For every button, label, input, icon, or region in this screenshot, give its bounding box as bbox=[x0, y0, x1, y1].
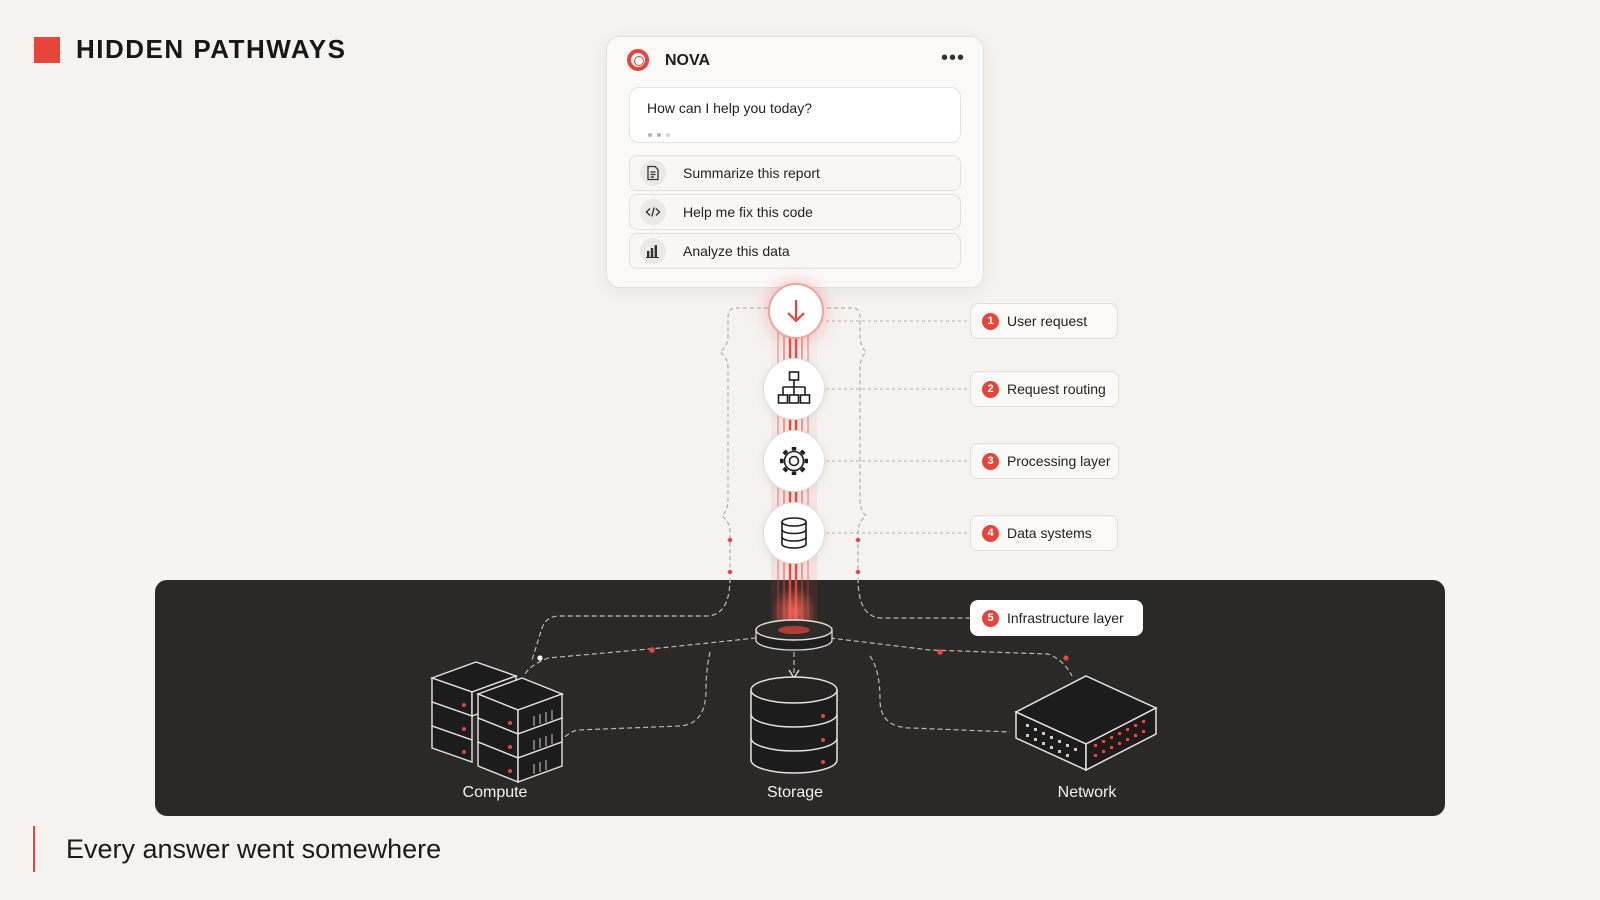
request-routing-node bbox=[763, 358, 825, 420]
data-systems-node bbox=[763, 502, 825, 564]
resource-label-compute: Compute bbox=[462, 784, 528, 801]
network-ports bbox=[1026, 724, 1077, 757]
caption-accent-bar bbox=[33, 826, 35, 872]
document-icon bbox=[640, 160, 666, 186]
step-user-request: 1 User request bbox=[970, 303, 1118, 339]
processing-layer-node bbox=[763, 430, 825, 492]
user-request-node bbox=[768, 283, 824, 339]
resource-label-storage: Storage bbox=[766, 784, 824, 801]
step-data-systems: 4 Data systems bbox=[970, 515, 1118, 551]
step-label: Processing layer bbox=[1007, 453, 1111, 469]
server-vents bbox=[533, 710, 553, 774]
step-number: 5 bbox=[982, 610, 999, 627]
signal-dot bbox=[937, 649, 943, 655]
server-rack-icon bbox=[429, 661, 564, 784]
suggestion-analyze-data[interactable]: Analyze this data bbox=[629, 233, 961, 269]
nova-logo-icon bbox=[627, 49, 649, 71]
step-number: 1 bbox=[982, 313, 999, 330]
more-horizontal-icon[interactable]: ••• bbox=[940, 47, 965, 69]
assistant-card: NOVA ••• How can I help you today? Summa… bbox=[606, 36, 984, 288]
signal-dot bbox=[1063, 655, 1069, 661]
signal-dot bbox=[855, 537, 861, 543]
step-label: Data systems bbox=[1007, 525, 1092, 541]
bracket-lines bbox=[719, 307, 867, 574]
signal-dot bbox=[537, 655, 543, 661]
suggestion-label: Summarize this report bbox=[683, 165, 820, 181]
signal-dot bbox=[649, 647, 655, 653]
step-request-routing: 2 Request routing bbox=[970, 371, 1119, 407]
step-number: 4 bbox=[982, 525, 999, 542]
storage-cylinder-icon bbox=[750, 676, 838, 774]
suggestion-fix-code[interactable]: Help me fix this code bbox=[629, 194, 961, 230]
bar-chart-icon bbox=[640, 238, 666, 264]
assistant-name: NOVA bbox=[665, 52, 711, 69]
suggestion-label: Help me fix this code bbox=[683, 204, 813, 220]
suggestion-label: Analyze this data bbox=[683, 243, 790, 259]
database-icon bbox=[781, 517, 807, 549]
code-icon bbox=[640, 199, 666, 225]
suggestion-summarize-report[interactable]: Summarize this report bbox=[629, 155, 961, 191]
network-switch-icon bbox=[1014, 675, 1158, 772]
step-label: Request routing bbox=[1007, 381, 1106, 397]
signal-dot bbox=[727, 569, 733, 575]
hub-disc bbox=[755, 619, 833, 651]
caption: Every answer went somewhere bbox=[66, 834, 442, 864]
leader-lines bbox=[820, 320, 970, 534]
step-label: User request bbox=[1007, 313, 1088, 329]
gear-icon bbox=[780, 447, 808, 475]
step-number: 3 bbox=[982, 453, 999, 470]
infrastructure-paths bbox=[523, 577, 1073, 743]
arrow-down-icon bbox=[787, 300, 805, 323]
network-ports bbox=[1094, 720, 1145, 757]
signal-dot bbox=[727, 537, 733, 543]
storage-led bbox=[821, 714, 825, 764]
hierarchy-icon bbox=[777, 371, 811, 404]
server-led bbox=[462, 703, 512, 773]
step-label: Infrastructure layer bbox=[1007, 610, 1124, 626]
step-number: 2 bbox=[982, 381, 999, 398]
step-infrastructure-layer: 5 Infrastructure layer bbox=[970, 600, 1143, 636]
signal-dot bbox=[855, 569, 861, 575]
resource-label-network: Network bbox=[1057, 784, 1117, 801]
step-processing-layer: 3 Processing layer bbox=[970, 443, 1119, 479]
typing-indicator bbox=[648, 124, 675, 142]
brand-square bbox=[34, 37, 60, 63]
prompt-input[interactable]: How can I help you today? bbox=[629, 87, 961, 143]
page-title: HIDDEN PATHWAYS bbox=[76, 34, 347, 64]
prompt-text: How can I help you today? bbox=[647, 100, 812, 116]
